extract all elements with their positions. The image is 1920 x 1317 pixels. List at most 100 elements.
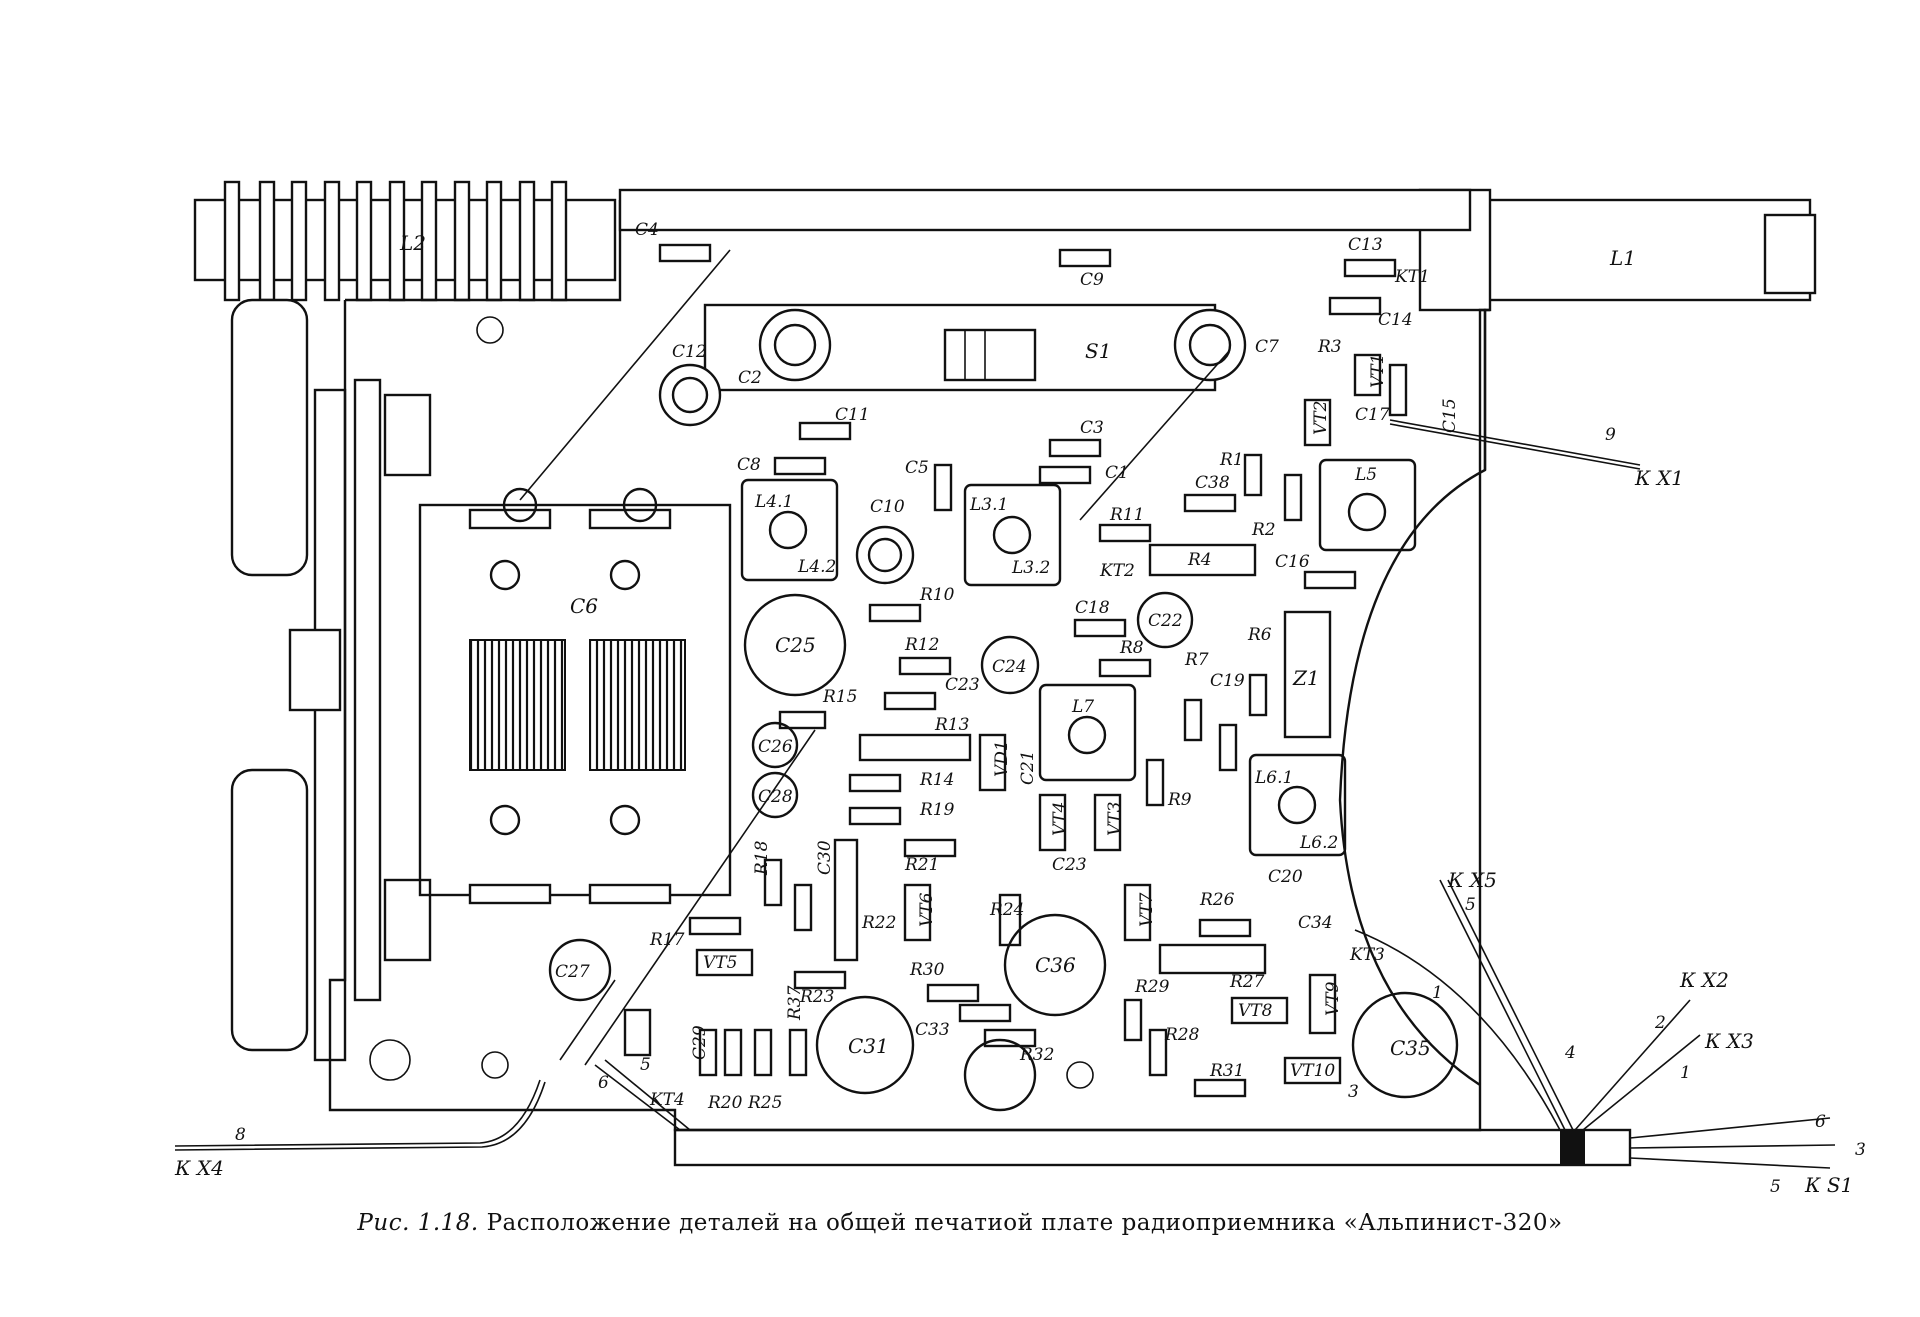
label-c31: C31 — [848, 1034, 889, 1058]
label-c29: C29 — [690, 1025, 710, 1060]
label-z1: Z1 — [1292, 666, 1320, 690]
label-r3: R3 — [1317, 337, 1342, 357]
label-c7: C7 — [1255, 337, 1279, 357]
label-r23: R23 — [799, 987, 834, 1007]
label-r19: R19 — [919, 800, 955, 820]
label-kx1: К Х1 — [1634, 466, 1684, 490]
wire-5b: 5 — [1465, 895, 1476, 915]
label-c25: C25 — [775, 633, 816, 657]
wire-3b: 3 — [1855, 1140, 1866, 1160]
label-r4: R4 — [1187, 550, 1212, 570]
label-r13: R13 — [934, 715, 969, 735]
label-c14: C14 — [1378, 310, 1413, 330]
label-r1: R1 — [1219, 450, 1244, 470]
label-c23b: C23 — [1052, 855, 1087, 875]
label-c38: C38 — [1195, 473, 1230, 493]
label-r6: R6 — [1247, 625, 1272, 645]
label-kt4: KT4 — [649, 1090, 685, 1110]
wire-8: 8 — [235, 1125, 246, 1145]
label-r27: R27 — [1229, 972, 1265, 992]
wire-6b: 6 — [1815, 1112, 1826, 1132]
label-r37: R37 — [785, 985, 805, 1021]
label-c26: C26 — [758, 737, 793, 757]
variable-capacitor-c6 — [418, 487, 732, 905]
trimmers — [658, 308, 1417, 857]
label-c4: C4 — [635, 220, 659, 240]
figure-caption: Рис. 1.18. Расположение деталей на общей… — [0, 1210, 1920, 1236]
label-c36: C36 — [1035, 953, 1076, 977]
wire-2: 2 — [1654, 1013, 1666, 1033]
label-r26: R26 — [1199, 890, 1235, 910]
label-l41: L4.1 — [754, 492, 793, 512]
label-c21: C21 — [1018, 750, 1038, 785]
label-r28: R28 — [1164, 1025, 1200, 1045]
label-kt3: KT3 — [1349, 945, 1385, 965]
label-r2: R2 — [1251, 520, 1276, 540]
wire-1b: 1 — [1432, 983, 1443, 1003]
label-c16: C16 — [1275, 552, 1310, 572]
label-c3: C3 — [1080, 418, 1104, 438]
wire-5c: 5 — [1770, 1177, 1781, 1197]
pcb-outline — [328, 188, 1490, 1132]
label-vt3: VT3 — [1105, 802, 1125, 836]
label-vt10: VT10 — [1290, 1061, 1335, 1081]
label-l2: L2 — [399, 231, 426, 255]
transistors — [623, 353, 1382, 1085]
label-kt1: KT1 — [1394, 267, 1430, 287]
label-c6: C6 — [570, 594, 598, 618]
label-c28: C28 — [758, 787, 793, 807]
resistors — [658, 243, 1408, 1098]
ferrite-rod-l2 — [193, 180, 617, 302]
label-c24: C24 — [992, 657, 1027, 677]
label-c2: C2 — [738, 368, 762, 388]
label-c19: C19 — [1210, 671, 1245, 691]
label-r9: R9 — [1167, 790, 1192, 810]
label-l62: L6.2 — [1299, 833, 1338, 853]
label-c18: C18 — [1075, 598, 1110, 618]
caption-text: Расположение деталей на общей печатиой п… — [486, 1210, 1563, 1236]
label-l7: L7 — [1071, 697, 1094, 717]
label-l31: L3.1 — [969, 495, 1008, 515]
label-c27: C27 — [555, 962, 590, 982]
figure-ref: Рис. 1.18. — [357, 1210, 479, 1236]
label-c1: C1 — [1105, 463, 1129, 483]
wire-4: 4 — [1564, 1043, 1576, 1063]
label-vt7: VT7 — [1137, 892, 1157, 927]
label-r18: R18 — [752, 840, 772, 876]
label-c34: C34 — [1298, 913, 1333, 933]
label-r10: R10 — [919, 585, 955, 605]
label-c8: C8 — [737, 455, 761, 475]
label-r17: R17 — [649, 930, 685, 950]
label-r12: R12 — [904, 635, 939, 655]
label-c23a: C23 — [945, 675, 980, 695]
wire-9: 9 — [1605, 425, 1616, 445]
label-r14: R14 — [919, 770, 954, 790]
mounting-holes — [369, 316, 1094, 1089]
wire-5a: 5 — [640, 1055, 651, 1075]
label-r30: R30 — [909, 960, 945, 980]
label-r11: R11 — [1109, 505, 1144, 525]
label-kx2: К Х2 — [1679, 968, 1729, 992]
label-r31: R31 — [1209, 1061, 1244, 1081]
label-s1: S1 — [1085, 339, 1111, 363]
label-l42: L4.2 — [797, 557, 836, 577]
label-l1: L1 — [1609, 246, 1636, 270]
label-c30: C30 — [815, 840, 835, 875]
wire-3a: 3 — [1348, 1082, 1359, 1102]
component-labels: L2 L1 S1 C6 C4 C9 C13 KT1 C14 R3 C12 C2 … — [399, 220, 1636, 1113]
label-kt2: KT2 — [1099, 561, 1135, 581]
label-c13: C13 — [1348, 235, 1383, 255]
label-vd1: VD1 — [992, 740, 1012, 777]
label-c5: C5 — [905, 458, 929, 478]
label-kx3: К Х3 — [1704, 1029, 1754, 1053]
wires — [174, 249, 1836, 1169]
label-vt4: VT4 — [1050, 802, 1070, 836]
label-r22: R22 — [861, 913, 896, 933]
label-vt6: VT6 — [917, 892, 937, 927]
label-l61: L6.1 — [1254, 768, 1293, 788]
label-l5: L5 — [1354, 465, 1377, 485]
label-c10: C10 — [870, 497, 905, 517]
label-c35: C35 — [1390, 1036, 1431, 1060]
label-vt2: VT2 — [1311, 401, 1331, 435]
